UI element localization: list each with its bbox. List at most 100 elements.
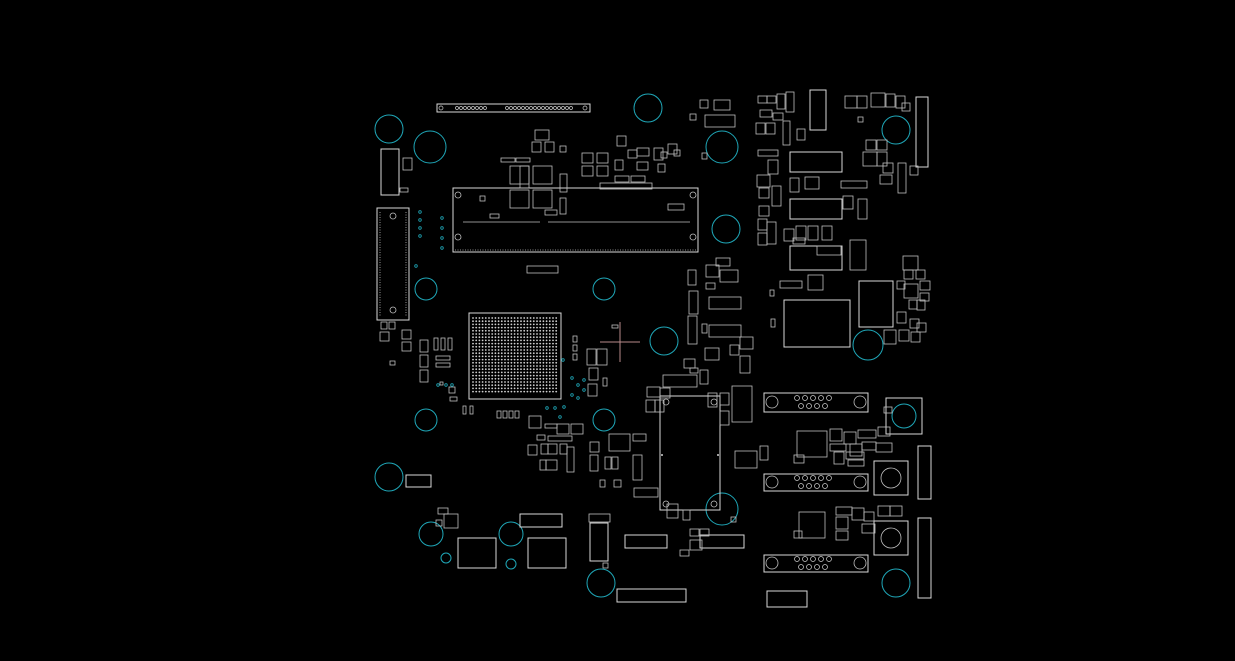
smd-component[interactable] [633,487,659,498]
mounting-hole[interactable] [374,462,404,492]
smd-component[interactable] [861,441,877,451]
smd-component[interactable] [449,396,458,402]
left-vertical-connector[interactable] [376,148,410,321]
smd-component[interactable] [547,435,573,442]
right-vertical-connector[interactable] [915,96,932,599]
smd-component[interactable] [447,337,453,351]
smd-component[interactable] [604,456,612,470]
smd-component[interactable] [883,406,893,414]
smd-component[interactable] [627,149,638,159]
smd-component[interactable] [701,152,708,160]
mounting-hole[interactable] [505,558,517,570]
smd-component[interactable] [380,321,388,330]
smd-component[interactable] [707,392,718,408]
smd-component[interactable] [804,176,820,190]
smd-component[interactable] [910,331,921,343]
smd-component[interactable] [587,383,598,397]
smd-component[interactable] [865,139,877,151]
smd-component[interactable] [876,139,888,151]
smd-component[interactable] [435,519,443,527]
smd-component[interactable] [729,344,740,356]
smd-component[interactable] [863,511,875,522]
smd-component[interactable] [544,423,558,429]
smd-component[interactable] [757,149,779,157]
smd-component[interactable] [701,323,708,334]
smd-component[interactable] [757,232,768,246]
smd-component[interactable] [769,289,775,297]
smd-component[interactable] [767,159,779,175]
smd-component[interactable] [632,433,647,442]
smd-components[interactable] [379,91,931,569]
smd-component[interactable] [589,441,600,453]
serial-port-connector[interactable] [763,473,869,492]
mounting-hole[interactable] [498,521,524,547]
smd-component[interactable] [559,197,567,215]
smd-component[interactable] [448,386,456,394]
smd-component[interactable] [544,141,555,153]
smd-component[interactable] [689,539,703,551]
smd-component[interactable] [699,528,710,537]
smd-component[interactable] [757,95,768,104]
smd-component[interactable] [689,113,697,121]
mounting-hole[interactable] [705,130,739,164]
smd-component[interactable] [636,161,649,171]
smd-component[interactable] [596,165,609,177]
smd-component[interactable] [807,274,824,291]
smd-component[interactable] [545,459,558,471]
smd-component[interactable] [616,135,627,147]
smd-component[interactable] [796,430,828,458]
smd-component[interactable] [645,399,656,413]
smd-component[interactable] [437,507,449,515]
smd-component[interactable] [889,505,903,517]
smd-component[interactable] [379,331,390,342]
smd-component[interactable] [659,387,671,399]
smd-component[interactable] [534,129,550,141]
smd-component[interactable] [536,434,546,441]
smd-component[interactable] [559,443,568,455]
smd-component[interactable] [531,141,542,153]
smd-component[interactable] [599,479,606,488]
smd-component[interactable] [683,358,696,369]
smd-component[interactable] [730,516,737,523]
bottom-components[interactable] [405,474,808,608]
smd-component[interactable] [902,255,919,271]
smd-component[interactable] [500,157,516,163]
smd-component[interactable] [547,443,558,455]
square-socket[interactable] [873,397,923,556]
smd-component[interactable] [829,443,847,452]
smd-component[interactable] [785,91,795,113]
smd-component[interactable] [572,335,578,343]
smd-component[interactable] [877,426,891,437]
smd-component[interactable] [572,353,578,361]
smd-component[interactable] [614,175,630,183]
smd-component[interactable] [798,511,826,539]
smd-component[interactable] [856,95,868,109]
smd-component[interactable] [847,459,865,467]
smd-component[interactable] [755,122,766,135]
smd-component[interactable] [614,159,624,171]
smd-component[interactable] [515,157,531,163]
smd-component[interactable] [570,423,584,435]
smd-component[interactable] [782,120,791,146]
header-connector[interactable] [783,89,894,348]
smd-component[interactable] [875,442,893,453]
smd-component[interactable] [532,189,553,209]
smd-component[interactable] [611,324,619,329]
smd-component[interactable] [857,116,864,123]
smd-component[interactable] [433,337,439,351]
smd-component[interactable] [807,225,819,241]
smd-component[interactable] [556,423,570,435]
smd-component[interactable] [502,410,508,419]
smd-component[interactable] [759,445,769,461]
smd-component[interactable] [636,147,650,157]
smd-component[interactable] [435,362,451,368]
smd-component[interactable] [851,507,865,521]
smd-component[interactable] [667,203,685,211]
mounting-hole[interactable] [440,552,452,564]
smd-component[interactable] [759,109,773,118]
smd-component[interactable] [909,165,919,176]
smd-component[interactable] [779,280,803,289]
smd-component[interactable] [903,269,914,280]
smd-component[interactable] [835,530,849,541]
smd-component[interactable] [713,99,731,111]
